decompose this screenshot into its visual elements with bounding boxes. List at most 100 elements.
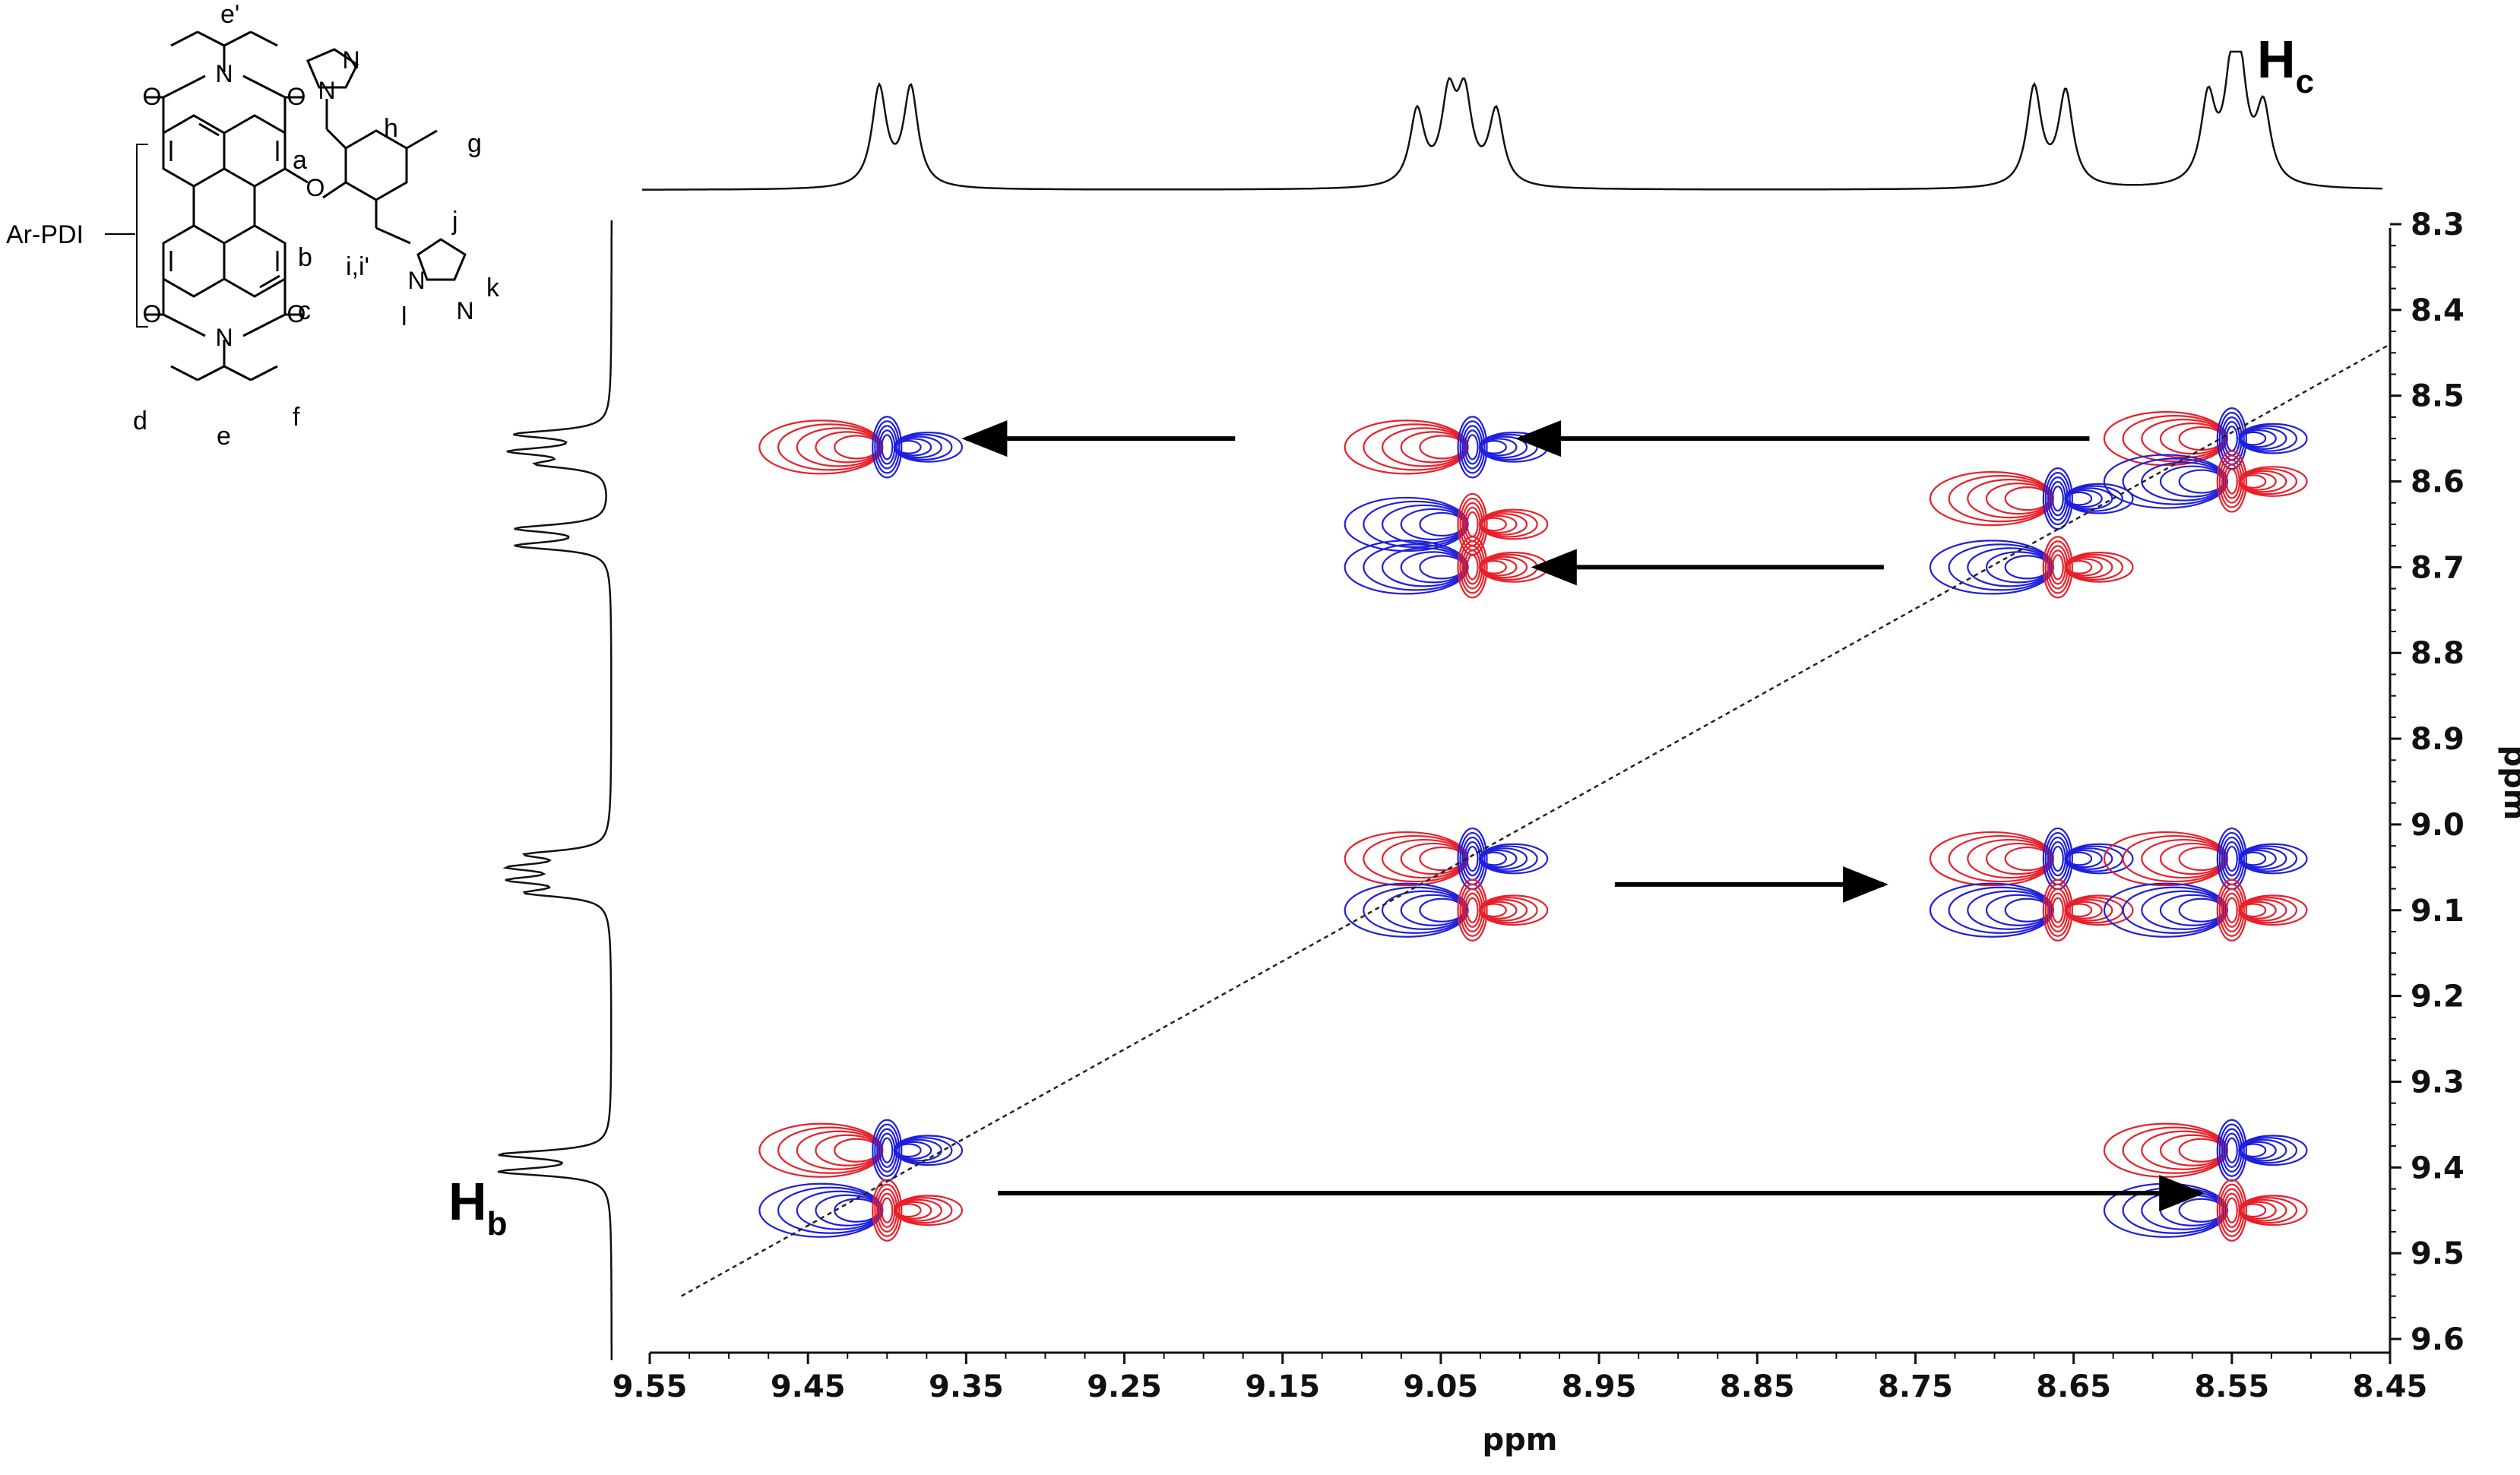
svg-text:f: f bbox=[293, 403, 300, 432]
svg-text:g: g bbox=[467, 129, 482, 158]
contour-level bbox=[2240, 1143, 2267, 1158]
contour-level bbox=[1381, 504, 1467, 545]
contour-level bbox=[1381, 547, 1467, 587]
x-tick-label: 8.65 bbox=[2036, 1369, 2111, 1404]
contour-level bbox=[2141, 1130, 2227, 1170]
contour-level bbox=[2122, 834, 2227, 883]
x-tick-label: 9.25 bbox=[1087, 1369, 1162, 1404]
y-tick-label: 9.6 bbox=[2411, 1322, 2465, 1357]
contour-level bbox=[894, 1137, 953, 1164]
contour-level bbox=[2238, 845, 2297, 872]
y-tick-label: 8.6 bbox=[2411, 465, 2465, 500]
svg-text:e: e bbox=[217, 422, 231, 451]
contour-level bbox=[2238, 897, 2297, 924]
x-axis-label: ppm bbox=[1483, 1423, 1558, 1458]
contour-level bbox=[2064, 553, 2123, 581]
svg-text:d: d bbox=[133, 407, 147, 435]
contour-level bbox=[2064, 843, 2134, 875]
contour-level bbox=[2225, 1197, 2238, 1223]
y-tick-label: 9.1 bbox=[2411, 894, 2465, 929]
contour-level bbox=[2240, 903, 2267, 918]
contour-level bbox=[894, 433, 953, 461]
contour-level bbox=[1948, 543, 2053, 591]
contour-level bbox=[2238, 423, 2308, 454]
contour-level bbox=[2240, 431, 2267, 446]
contour-level bbox=[881, 1137, 894, 1163]
y-tick-label: 8.5 bbox=[2411, 379, 2465, 414]
contour-level bbox=[1948, 834, 2053, 883]
contour-level bbox=[2238, 467, 2297, 495]
contour-level bbox=[2051, 845, 2064, 872]
contour-level bbox=[2051, 897, 2064, 923]
contour-level bbox=[2042, 536, 2073, 599]
contour-level bbox=[1459, 540, 1486, 594]
contour-level bbox=[1459, 420, 1486, 474]
svg-text:h: h bbox=[384, 114, 398, 143]
contour-level bbox=[2225, 845, 2238, 872]
contour-level bbox=[1466, 897, 1479, 923]
contour-level bbox=[895, 1203, 922, 1218]
contour-level bbox=[895, 1143, 922, 1158]
contour-level bbox=[2066, 491, 2093, 506]
contour-level bbox=[796, 427, 882, 467]
svg-text:i,i': i,i' bbox=[346, 252, 369, 281]
contour-level bbox=[2238, 894, 2308, 926]
contour-level bbox=[2225, 468, 2238, 495]
y-tick-label: 9.4 bbox=[2411, 1151, 2465, 1185]
contour-level bbox=[881, 1197, 894, 1223]
contour-level bbox=[2141, 1190, 2227, 1230]
contour-level bbox=[2066, 903, 2093, 918]
diagonal-line bbox=[681, 343, 2391, 1297]
contour-level bbox=[2141, 419, 2227, 459]
contour-level bbox=[2238, 843, 2308, 875]
contour-level bbox=[2064, 894, 2134, 926]
contour-level bbox=[2141, 890, 2227, 930]
contour-level bbox=[2042, 878, 2073, 942]
contour-level bbox=[1967, 547, 2053, 587]
contour-level bbox=[872, 416, 903, 479]
contour-level bbox=[2044, 472, 2071, 526]
contour-level bbox=[1480, 851, 1507, 866]
contour-level bbox=[1948, 886, 2053, 934]
contour-level bbox=[2225, 897, 2238, 923]
contour-level bbox=[2240, 1203, 2267, 1218]
contour-level bbox=[2064, 845, 2123, 872]
contour-level bbox=[893, 1195, 964, 1227]
contour-level bbox=[2240, 851, 2267, 866]
contour-level bbox=[2051, 554, 2064, 581]
svg-text:c: c bbox=[298, 296, 311, 325]
svg-text:N: N bbox=[407, 267, 425, 294]
contour-level bbox=[2238, 1197, 2297, 1224]
structure-atom-labels: O O O O N N O N N N N bbox=[143, 46, 474, 351]
contour-level bbox=[1967, 890, 2053, 930]
contour-level bbox=[2216, 1179, 2247, 1242]
contour-level bbox=[1466, 554, 1479, 581]
x-tick-label: 8.75 bbox=[1878, 1369, 1953, 1404]
y-tick-label: 9.0 bbox=[2411, 808, 2465, 843]
y-tick-label: 9.5 bbox=[2411, 1236, 2465, 1271]
hc-label: Hc bbox=[2257, 30, 2314, 100]
contour-level bbox=[1480, 560, 1507, 574]
contour-level bbox=[874, 1123, 901, 1177]
contour-level bbox=[2216, 878, 2247, 942]
contour-level bbox=[777, 423, 883, 471]
x-tick-label: 9.15 bbox=[1245, 1369, 1320, 1404]
contour-level bbox=[2044, 540, 2071, 594]
contour-level bbox=[1480, 440, 1507, 454]
svg-text:N: N bbox=[318, 77, 335, 104]
contour-level bbox=[1457, 536, 1488, 599]
contour-level bbox=[1479, 845, 1538, 872]
contour-level bbox=[2066, 560, 2093, 574]
y-tick-label: 8.4 bbox=[2411, 293, 2465, 328]
svg-text:O: O bbox=[143, 300, 162, 328]
svg-text:j: j bbox=[451, 207, 458, 236]
x-tick-label: 8.55 bbox=[2194, 1369, 2269, 1404]
contour-level bbox=[796, 1190, 882, 1230]
x-tick-label: 8.45 bbox=[2353, 1369, 2428, 1404]
ar-pdi-structure: O O O O N N O N N N N e' a b c d e f g h… bbox=[6, 0, 500, 451]
contour-peaks bbox=[758, 407, 2308, 1242]
contour-level bbox=[2218, 1123, 2245, 1177]
contour-level bbox=[1967, 479, 2053, 519]
top-projection-spectrum bbox=[642, 50, 2383, 191]
